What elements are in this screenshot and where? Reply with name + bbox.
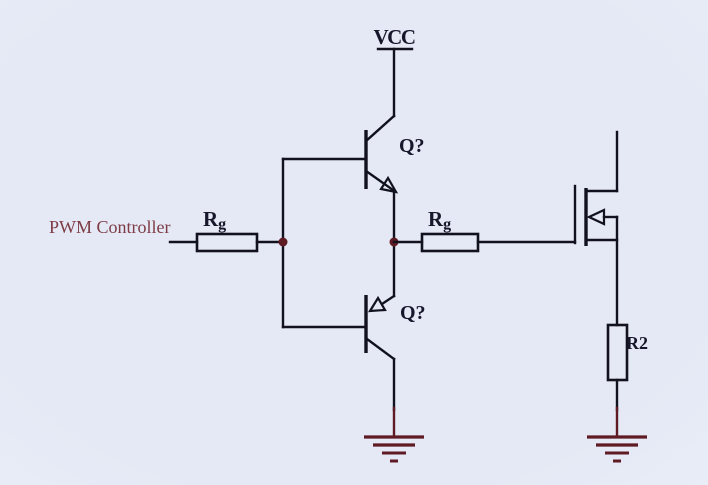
- mosfet-body-arrow: [586, 208, 606, 226]
- vcc-power-rail: VCC: [374, 25, 416, 118]
- pnp-emitter-arrow: [367, 295, 387, 313]
- npn-emitter: [364, 169, 395, 192]
- pnp-collector: [365, 337, 396, 361]
- resistor-body: [420, 232, 480, 253]
- resistor-body: [195, 232, 259, 253]
- pulldown-resistor-r2: R2: [606, 323, 648, 412]
- npn-emitter-arrow: [379, 175, 399, 194]
- earth-ground-right: [587, 406, 647, 463]
- resistor-body: [606, 323, 629, 382]
- npn-transistor-top: Q?: [364, 114, 425, 244]
- npn-collector: [364, 114, 396, 143]
- rg-left-label-sub: g: [218, 216, 226, 233]
- n-channel-mosfet: [573, 130, 619, 327]
- rg-left-label: Rg: [203, 207, 226, 233]
- rg-left-label-base: R: [203, 207, 219, 231]
- pnp-transistor-bottom: Q?: [364, 240, 426, 412]
- q-top-label: Q?: [399, 135, 425, 157]
- gate-resistor-right: Rg: [389, 207, 577, 253]
- rg-right-label-base: R: [428, 207, 444, 231]
- pnp-emitter: [380, 294, 396, 306]
- junction-node-left: [278, 237, 288, 247]
- pwm-controller-label: PWM Controller: [49, 217, 171, 237]
- vcc-label: VCC: [374, 25, 415, 49]
- rg-right-label: Rg: [428, 207, 451, 233]
- r2-label: R2: [626, 333, 648, 353]
- earth-ground-left: [364, 406, 424, 463]
- gate-resistor-left: Rg: [168, 207, 285, 253]
- base-rail: [278, 157, 368, 329]
- q-bottom-label: Q?: [400, 302, 426, 324]
- rg-right-label-sub: g: [443, 216, 451, 233]
